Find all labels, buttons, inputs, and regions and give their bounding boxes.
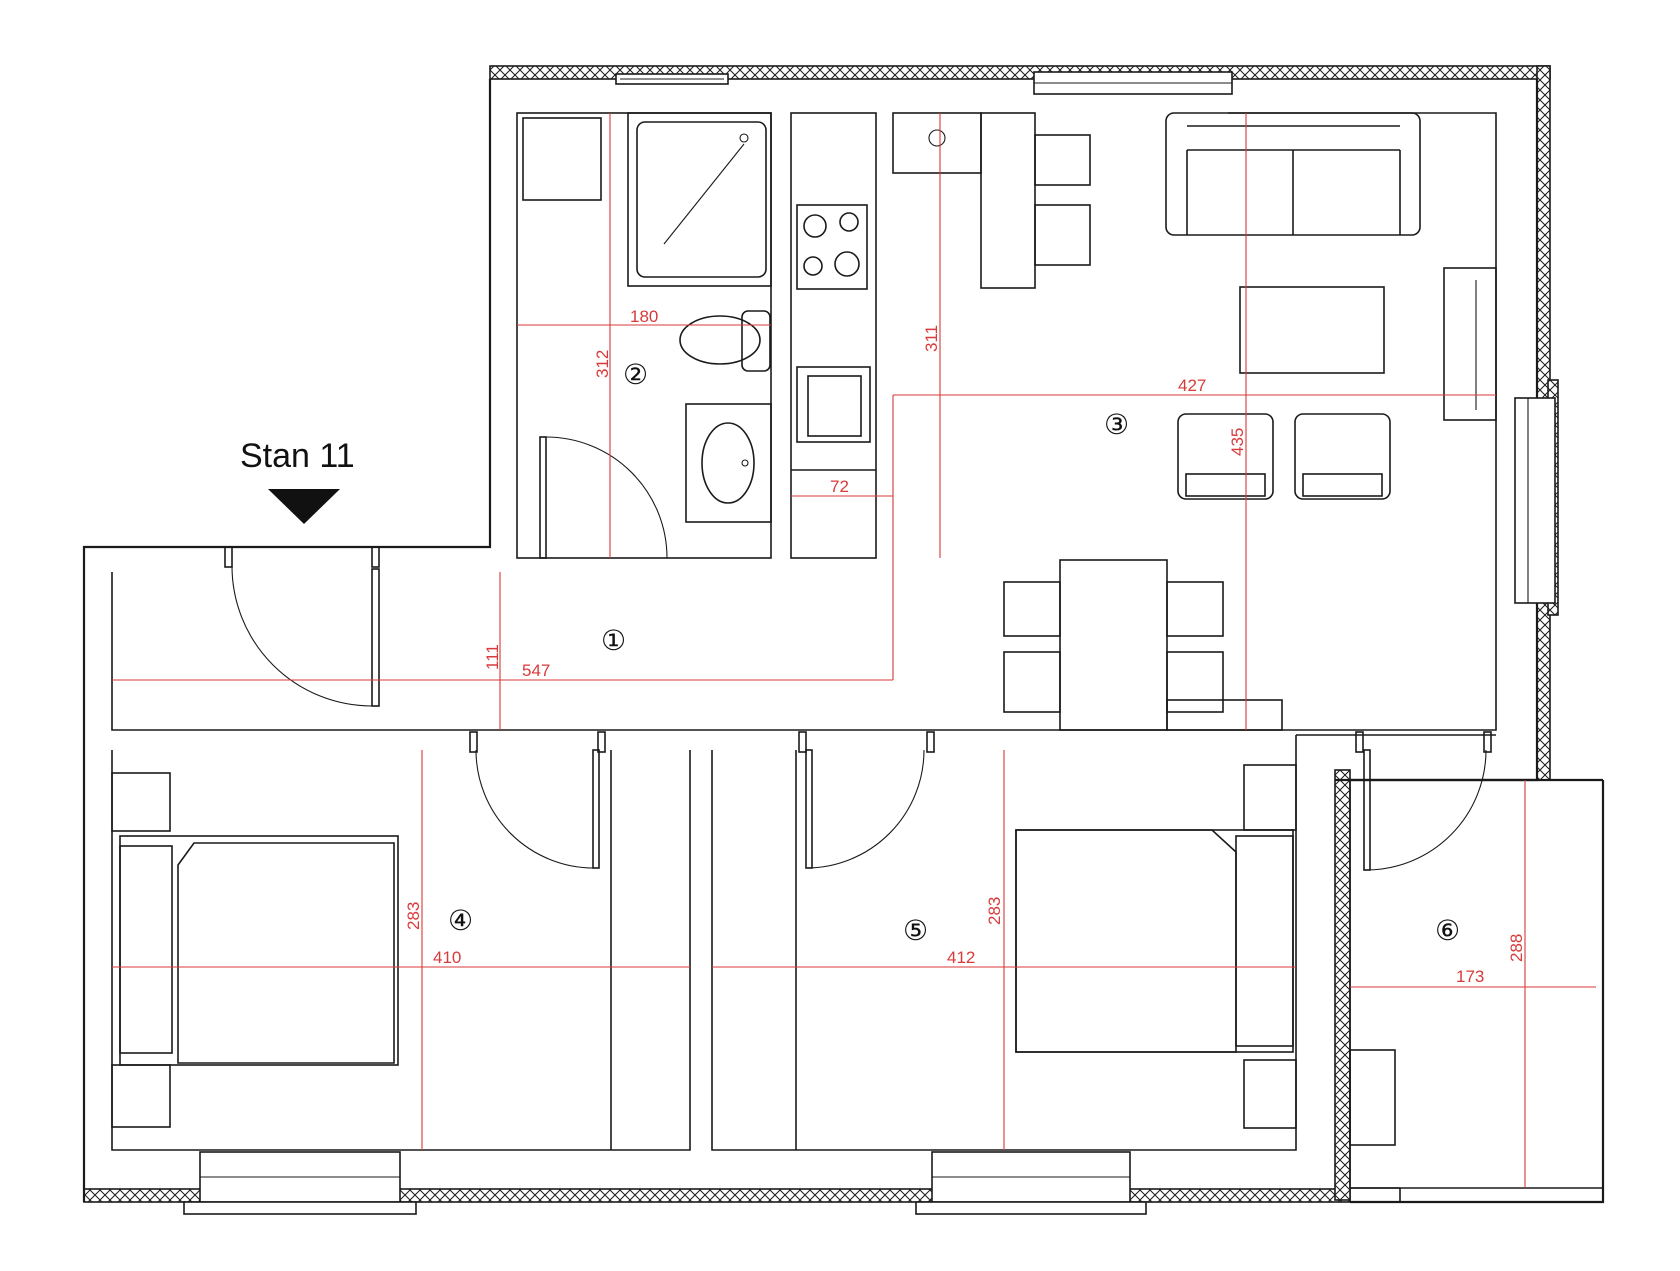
shower-icon (627, 112, 772, 287)
dim-room4-width: 410 (433, 948, 461, 967)
kitchen-living (790, 112, 1497, 731)
bathroom (516, 112, 772, 559)
entrance-arrow-icon (268, 489, 340, 524)
dim-room2-depth: 312 (593, 350, 612, 378)
door-swing-icon (798, 731, 935, 869)
wall-outline (82, 79, 1605, 1204)
dim-room6-width: 173 (1456, 967, 1484, 986)
door-swing-icon (1355, 731, 1492, 871)
dimension-lines (112, 113, 1596, 1188)
window-icon (183, 71, 1556, 1215)
toilet-icon (679, 310, 771, 372)
sofa-icon (1165, 112, 1421, 236)
stove-icon (796, 204, 868, 290)
plan-title: Stan 11 (240, 437, 355, 475)
dining-table-icon (1003, 559, 1224, 731)
dim-room3-depth: 435 (1228, 428, 1247, 456)
room-number-6: ⑥ (1435, 915, 1460, 946)
washbasin-icon (685, 403, 772, 523)
armchair-icon (1177, 413, 1391, 500)
bed-icon (119, 835, 399, 1066)
dim-room2-width: 180 (630, 307, 658, 326)
room-number-4: ④ (448, 905, 473, 936)
bed-icon (1015, 829, 1294, 1053)
room-number-2: ② (623, 359, 648, 390)
dim-kitchen-width: 72 (830, 477, 849, 496)
door-swing-icon (539, 436, 668, 559)
exterior-walls (83, 65, 1559, 1203)
dim-room5-width: 412 (947, 948, 975, 967)
dim-room5-depth: 283 (985, 897, 1004, 925)
dim-room6-depth: 288 (1507, 934, 1526, 962)
dim-room1-depth: 111 (483, 644, 502, 670)
dim-kitchen-depth: 311 (922, 325, 941, 352)
sink-icon (796, 366, 871, 443)
room-number-5: ⑤ (903, 915, 928, 946)
room-6 (1349, 731, 1492, 1146)
dim-room1-width: 547 (522, 661, 550, 680)
room-number-3: ③ (1104, 409, 1129, 440)
dim-room3-width: 427 (1178, 376, 1206, 395)
dim-room4-depth: 283 (404, 902, 423, 930)
room-number-1: ① (601, 625, 626, 656)
door-swing-icon (224, 546, 380, 707)
bedroom-4 (111, 731, 612, 1150)
door-swing-icon (469, 731, 606, 869)
bedroom-5 (795, 731, 1297, 1150)
